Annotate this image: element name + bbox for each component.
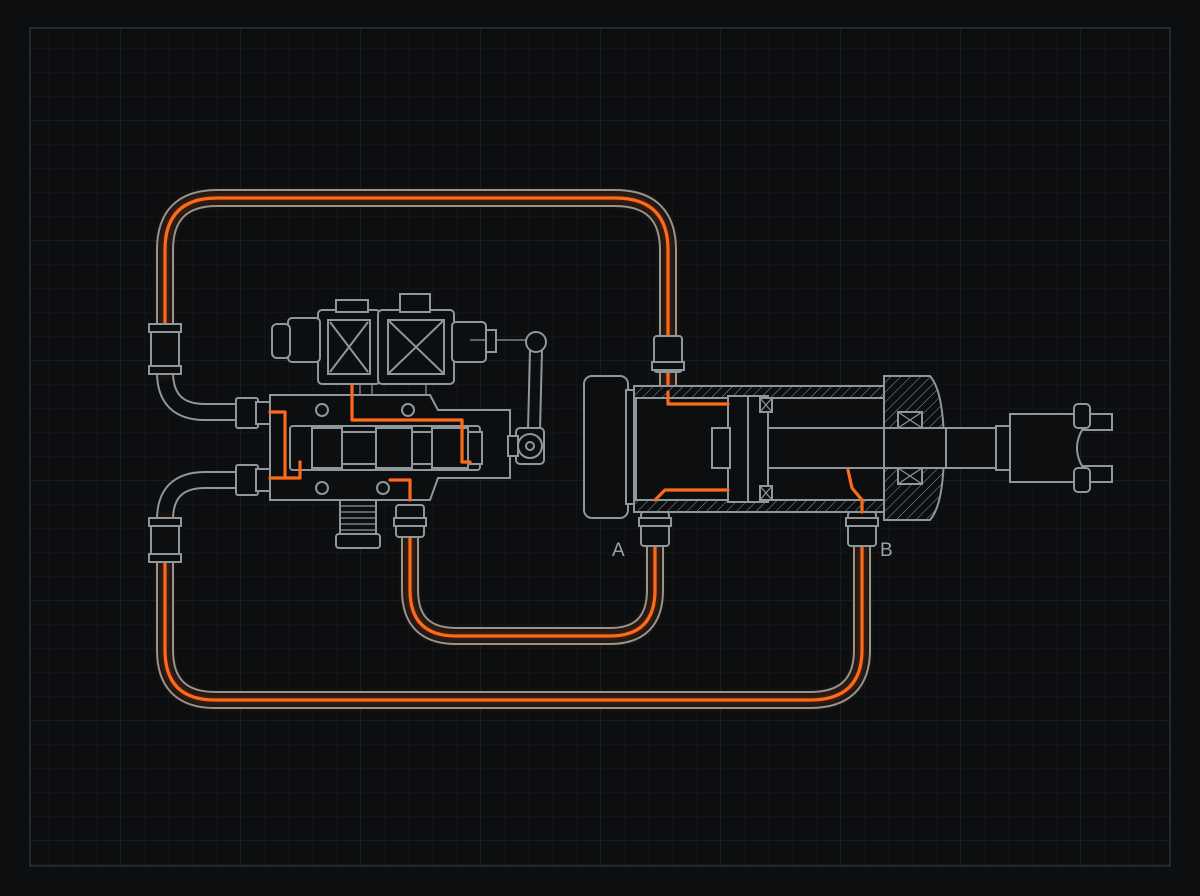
cylinder-rear-cap bbox=[583, 375, 629, 519]
rod-nut bbox=[995, 425, 1011, 471]
port-label-a: A bbox=[612, 540, 625, 561]
rod-clevis bbox=[1009, 413, 1113, 483]
bolt-hole bbox=[315, 481, 329, 495]
bolt-hole bbox=[401, 403, 415, 417]
directional-control-valve bbox=[268, 293, 547, 549]
fitting bbox=[150, 329, 180, 371]
port-nut bbox=[235, 397, 259, 429]
linkage-pivot bbox=[525, 331, 547, 353]
pipe-fittings bbox=[148, 323, 879, 563]
port-label-b: B bbox=[880, 540, 893, 561]
bolt-hole bbox=[315, 403, 329, 417]
hydraulic-cylinder bbox=[583, 375, 1113, 521]
bolt-hole bbox=[376, 481, 390, 495]
solenoid-cap-right bbox=[451, 321, 487, 363]
solenoid-cap-left bbox=[287, 317, 321, 363]
port-nut bbox=[235, 464, 259, 496]
